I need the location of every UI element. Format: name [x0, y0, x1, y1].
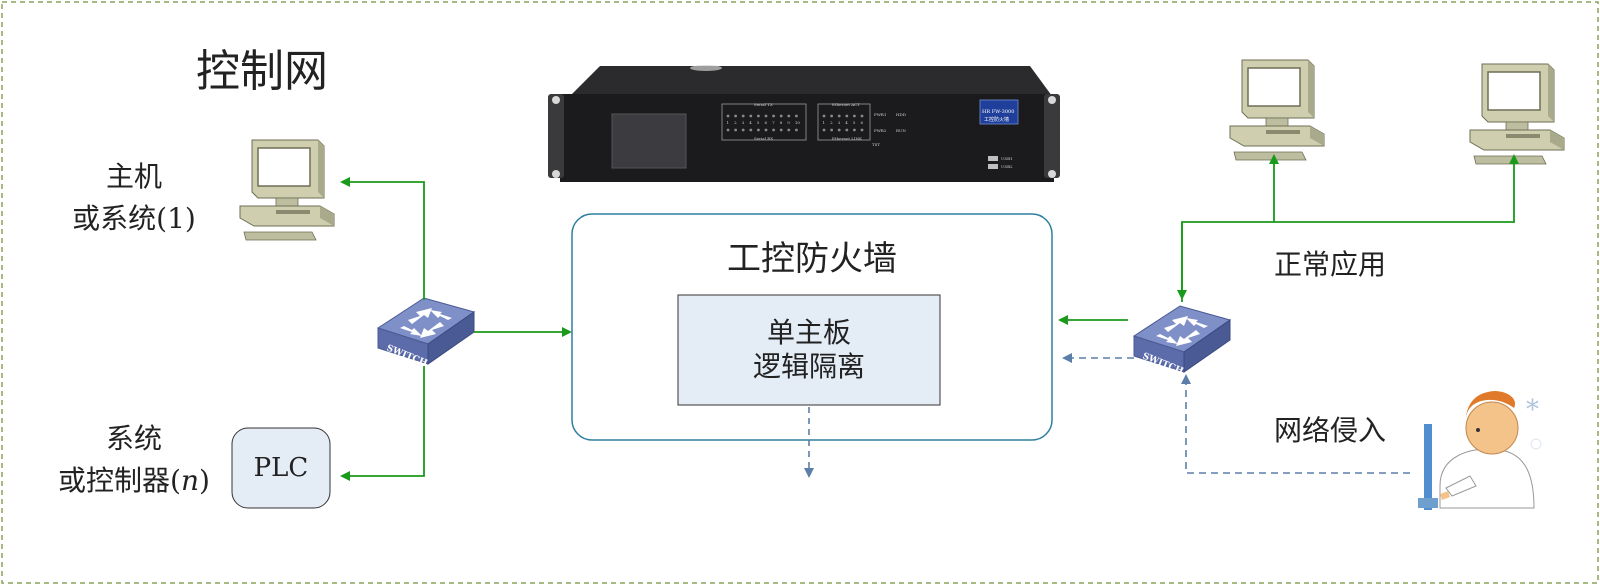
serial-port-led — [726, 114, 730, 118]
svg-text:TST: TST — [872, 142, 880, 147]
svg-text:PWR1: PWR1 — [874, 112, 886, 117]
ethernet-port-led — [845, 128, 849, 132]
left-switch-icon: SWITCH — [377, 297, 475, 369]
serial-port-number: 2 — [734, 120, 737, 125]
ethernet-port-led — [860, 114, 864, 118]
serial-port-number: 8 — [780, 120, 783, 125]
ethernet-port-led — [860, 128, 864, 132]
serial-port-led — [772, 128, 775, 132]
diagram-title: 控制网 — [196, 46, 328, 97]
serial-port-led — [779, 114, 783, 118]
ethernet-port-number: 6 — [861, 120, 864, 125]
intrusion-label: 网络侵入 — [1274, 414, 1386, 447]
serial-port-led — [726, 128, 730, 132]
link-switch-to-plc — [340, 366, 425, 481]
serial-port-number: 10 — [795, 120, 801, 125]
ethernet-port-number: 1 — [823, 120, 826, 125]
intruder-figure-icon: * — [1418, 390, 1542, 510]
ethernet-port-led — [822, 128, 826, 132]
serial-port-led — [757, 114, 760, 118]
ethernet-port-led — [845, 114, 849, 118]
serial-port-led — [741, 128, 745, 132]
serial-port-led — [734, 114, 737, 118]
serial-port-number: 6 — [765, 120, 768, 125]
serial-port-led — [757, 128, 760, 132]
ethernet-port-led — [837, 114, 841, 118]
serial-port-led — [749, 128, 753, 132]
controller-label-line2: 或控制器(n) — [58, 464, 210, 497]
inner-box-line2: 逻辑隔离 — [753, 350, 865, 383]
svg-text:PWR2: PWR2 — [874, 128, 887, 133]
svg-text:USB1: USB1 — [1001, 156, 1013, 161]
inner-box-line1: 单主板 — [767, 316, 851, 349]
serial-port-led — [795, 128, 798, 132]
serial-port-number: 3 — [742, 120, 745, 125]
ethernet-port-led — [853, 114, 856, 118]
serial-port-led — [764, 128, 768, 132]
svg-text:*: * — [1526, 395, 1539, 425]
serial-port-led — [749, 114, 753, 118]
serial-port-led — [741, 114, 745, 118]
ethernet-port-number: 2 — [830, 120, 833, 125]
serial-port-number: 5 — [757, 120, 760, 125]
svg-text:HR FW-3000: HR FW-3000 — [982, 109, 1014, 115]
svg-text:Serial RX: Serial RX — [754, 136, 773, 141]
svg-text:Serial TX: Serial TX — [754, 102, 773, 107]
host-label-line2: 或系统(1) — [72, 202, 196, 235]
ethernet-port-led — [822, 114, 826, 118]
svg-text:Ethernet ACT: Ethernet ACT — [832, 102, 860, 107]
ethernet-port-number: 4 — [845, 120, 848, 125]
controller-label-line1: 系统 — [106, 422, 162, 455]
firewall-label: 工控防火墙 — [727, 239, 897, 279]
serial-port-led — [779, 128, 783, 132]
host-computer-icon — [239, 139, 335, 241]
plc-label: PLC — [254, 453, 309, 483]
normal-app-label: 正常应用 — [1274, 248, 1386, 281]
serial-port-led — [734, 128, 737, 132]
serial-port-number: 4 — [749, 120, 752, 125]
serial-port-number: 9 — [787, 120, 790, 125]
ethernet-port-led — [853, 128, 856, 132]
serial-port-led — [787, 128, 791, 132]
host-label-line1: 主机 — [106, 160, 162, 193]
serial-port-number: 7 — [772, 120, 775, 125]
plc-box — [231, 427, 331, 509]
serial-port-led — [795, 114, 798, 118]
serial-port-led — [772, 114, 775, 118]
serial-port-led — [787, 114, 791, 118]
svg-text:HDD: HDD — [896, 112, 906, 117]
svg-text:工控防火墙: 工控防火墙 — [984, 116, 1009, 123]
svg-text:USB2: USB2 — [1001, 164, 1013, 169]
ethernet-port-led — [830, 128, 833, 132]
logic-isolation-box — [677, 294, 941, 406]
right-computer-2-icon — [1469, 63, 1565, 165]
right-switch-icon: SWITCH — [1133, 305, 1231, 377]
link-switch-to-host — [340, 177, 425, 300]
intrusion-path-arrow — [1181, 374, 1410, 474]
ethernet-port-number: 3 — [838, 120, 841, 125]
right-computer-1-icon — [1229, 59, 1325, 161]
svg-text:RUN: RUN — [896, 128, 906, 133]
ethernet-port-led — [830, 114, 833, 118]
ethernet-port-number: 5 — [853, 120, 856, 125]
serial-port-number: 1 — [727, 120, 730, 125]
svg-text:Ethernet LINK: Ethernet LINK — [832, 136, 863, 141]
serial-port-led — [764, 114, 768, 118]
ethernet-port-led — [837, 128, 841, 132]
